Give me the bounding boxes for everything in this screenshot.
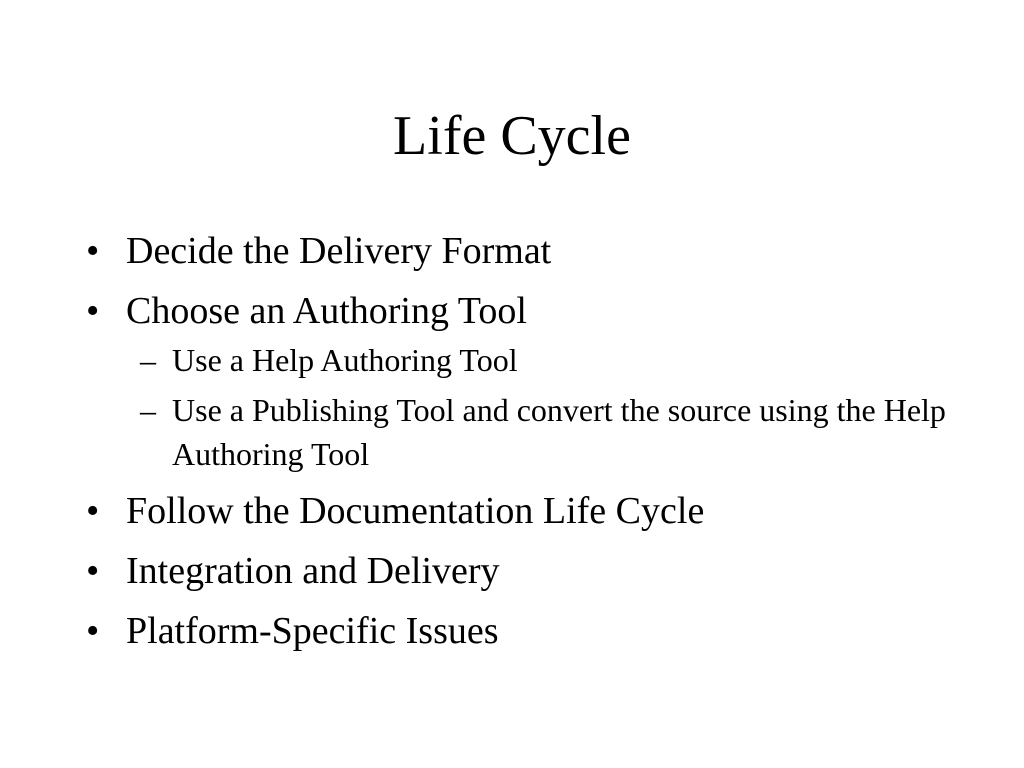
bullet-icon: • [86,490,100,532]
sub-bullet-item: – Use a Help Authoring Tool [126,338,986,382]
sub-bullet-item: – Use a Publishing Tool and convert the … [126,388,986,476]
sub-bullet-text: Use a Help Authoring Tool [172,342,518,378]
bullet-icon: • [86,550,100,592]
sub-bullet-text: Use a Publishing Tool and convert the so… [172,392,946,472]
bullet-text: Platform-Specific Issues [126,610,499,652]
dash-icon: – [140,392,156,428]
bullet-item: • Platform-Specific Issues [86,606,986,656]
bullet-icon: • [86,290,100,332]
bullet-text: Integration and Delivery [126,550,500,592]
bullet-text: Choose an Authoring Tool [126,290,527,332]
bullet-item: • Follow the Documentation Life Cycle [86,486,986,536]
bullet-text: Follow the Documentation Life Cycle [126,490,705,532]
bullet-icon: • [86,610,100,652]
sub-bullet-list: – Use a Help Authoring Tool – Use a Publ… [126,338,986,476]
bullet-item: • Decide the Delivery Format [86,226,986,276]
bullet-text: Decide the Delivery Format [126,230,552,272]
bullet-list: • Decide the Delivery Format • Choose an… [86,226,986,666]
slide-title: Life Cycle [393,105,631,167]
bullet-item: • Integration and Delivery [86,546,986,596]
bullet-icon: • [86,230,100,272]
bullet-item: • Choose an Authoring Tool – Use a Help … [86,286,986,476]
dash-icon: – [140,342,156,378]
